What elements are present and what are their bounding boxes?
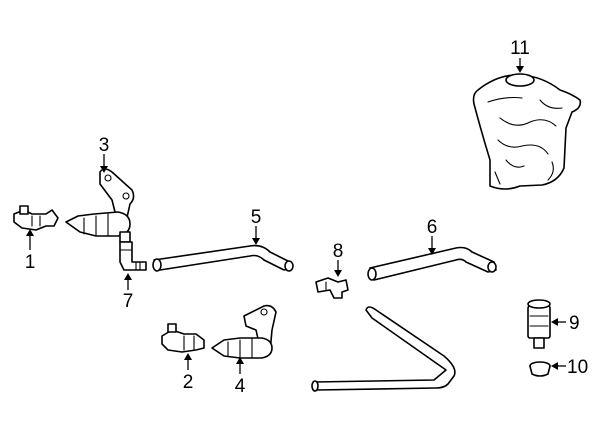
part-1-nozzle	[13, 205, 59, 231]
part-7-connector	[119, 241, 147, 271]
long-washer-hose	[311, 306, 456, 392]
callout-9: 9	[569, 313, 580, 334]
callout-4: 4	[235, 376, 246, 397]
leader-lines	[26, 58, 566, 374]
part-8-connector	[315, 277, 349, 299]
callout-5: 5	[251, 207, 262, 228]
callout-3: 3	[99, 135, 110, 156]
callout-7: 7	[123, 291, 134, 312]
part-5-hose	[152, 244, 294, 272]
callout-10: 10	[567, 357, 588, 378]
callout-2: 2	[183, 372, 194, 393]
part-3-washer-pump	[65, 168, 135, 243]
callout-6: 6	[427, 217, 438, 238]
callout-1: 1	[25, 252, 36, 273]
part-11-washer-reservoir	[472, 73, 582, 190]
callout-11: 11	[510, 38, 530, 59]
part-4-washer-pump	[211, 304, 277, 359]
part-2-nozzle	[161, 323, 205, 353]
part-9-pump-motor	[527, 299, 551, 349]
callout-8: 8	[333, 241, 344, 262]
part-10-grommet	[529, 361, 551, 377]
part-6-hose	[367, 246, 497, 281]
